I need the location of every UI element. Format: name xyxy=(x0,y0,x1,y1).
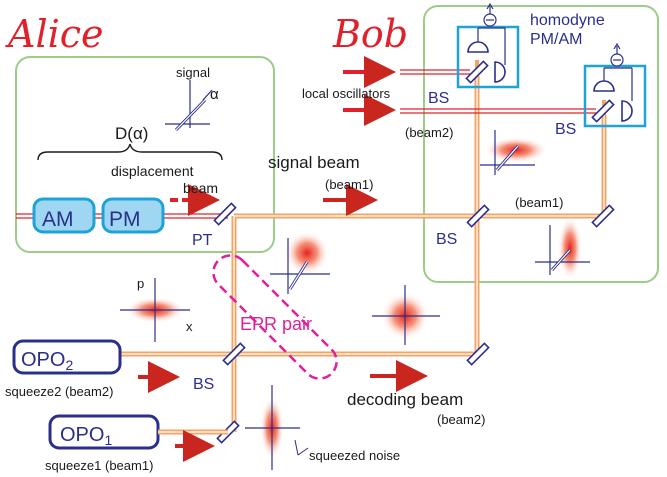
pmam-label: PM/AM xyxy=(530,31,582,48)
bs-bottom-label: BS xyxy=(193,376,214,393)
am-box xyxy=(32,197,96,234)
phase-plot-alice-signal xyxy=(165,80,213,132)
squeeze1-label: squeeze1 (beam1) xyxy=(45,458,153,473)
signal-beam-label: signal beam xyxy=(268,153,360,172)
alice-title: Alice xyxy=(5,12,104,56)
epr-pair-ellipse xyxy=(212,254,338,380)
alpha-label: α xyxy=(210,86,219,103)
bob-beam2-label: (beam2) xyxy=(405,125,453,140)
beam-label: beam xyxy=(183,180,218,196)
opo1-label: OPO1 xyxy=(60,424,112,448)
homodyne-detector-1 xyxy=(456,2,520,89)
opo2-box xyxy=(12,339,122,375)
homodyne-detector-2 xyxy=(583,42,647,128)
opo2-label: OPO2 xyxy=(21,349,73,373)
signal-label: signal xyxy=(176,65,210,80)
bob-beam1-label: (beam1) xyxy=(515,195,563,210)
epr-pair-label: EPR pair xyxy=(240,314,312,334)
bs-right-label: BS xyxy=(555,121,576,138)
direction-arrows xyxy=(138,184,428,462)
phase-plot-p-x xyxy=(120,278,190,342)
phase-plot-bob-beam1 xyxy=(535,216,590,280)
alice-box xyxy=(15,56,275,253)
homodyne-label: homodyne xyxy=(530,12,605,29)
axis-x-label: x xyxy=(186,319,193,334)
displacement-label: displacement xyxy=(111,163,194,179)
signal-beam-sub-label: (beam1) xyxy=(325,177,373,192)
decoding-beam-sub-label: (beam2) xyxy=(437,412,485,427)
bs-top-label: BS xyxy=(428,90,449,107)
phase-plot-epr-vacuum xyxy=(372,285,440,345)
operator-label: D(α) xyxy=(115,124,148,143)
am-label: AM xyxy=(42,208,74,231)
pm-label: PM xyxy=(109,208,141,231)
bs-mid-label: BS xyxy=(436,231,457,248)
displacement-brace xyxy=(37,143,223,161)
phase-plot-signal-beam xyxy=(270,231,330,294)
bob-title: Bob xyxy=(332,12,408,56)
pm-box xyxy=(101,197,165,234)
squeezed-noise-label: squeezed noise xyxy=(309,448,400,463)
bob-box xyxy=(423,5,659,283)
decoding-beam-label: decoding beam xyxy=(347,390,463,409)
axis-p-label: p xyxy=(137,276,144,291)
local-oscillators-label: local oscillators xyxy=(302,86,391,101)
squeeze2-label: squeeze2 (beam2) xyxy=(5,384,113,399)
pt-label: PT xyxy=(192,232,213,249)
phase-plot-squeezed-noise xyxy=(245,385,309,470)
phase-plot-bob-beam2 xyxy=(480,130,548,175)
